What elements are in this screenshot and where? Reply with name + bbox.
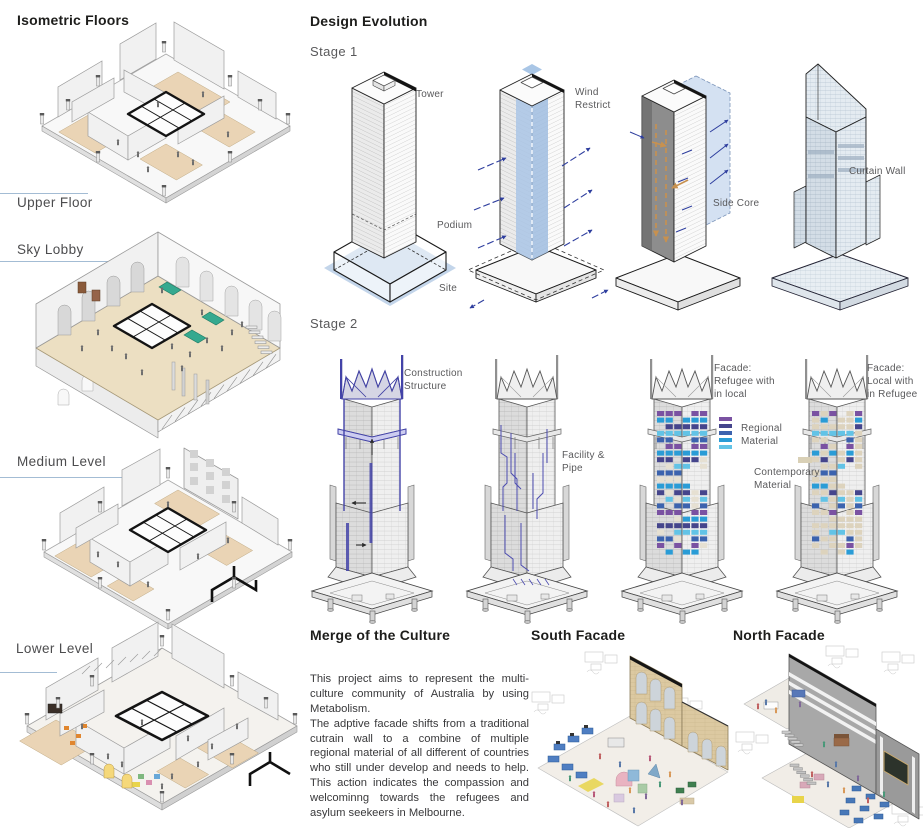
facility-pipe-annotation: Facility & Pipe xyxy=(562,450,605,474)
contemporary-material-label: Contemporary Material xyxy=(754,467,820,491)
stage2-tower-facade-refugee-drawing xyxy=(620,355,744,624)
regional-swatch xyxy=(719,417,732,421)
design-evolution-title: Design Evolution xyxy=(310,13,428,29)
blackboard xyxy=(883,750,909,786)
isometric-floors-title: Isometric Floors xyxy=(17,12,130,28)
stage1-tower-massing-drawing xyxy=(324,71,456,306)
merge-of-the-culture-body: This project aims to represent the multi… xyxy=(310,673,529,820)
medium-level-drawing xyxy=(41,447,293,630)
facade-refugee-annotation: Facade: Refugee with in local xyxy=(714,363,775,400)
regional-swatch xyxy=(719,424,732,428)
stair-symbol xyxy=(210,566,258,602)
medium-level-leader-line xyxy=(0,477,140,479)
regional-material-swatches xyxy=(719,417,732,449)
site-annotation: Site xyxy=(439,283,458,294)
stage1-tower-wind-drawing xyxy=(467,64,609,309)
upper-floor-drawing xyxy=(39,21,291,204)
facade-local-annotation: Facade: Local with in Refugee xyxy=(867,363,918,400)
lower-level-leader-line xyxy=(0,672,57,674)
stage2-tower-facility-drawing xyxy=(465,355,589,624)
sky-lobby-leader-line xyxy=(0,261,120,263)
regional-swatch xyxy=(719,438,732,442)
north-facade-drawing xyxy=(735,645,923,828)
merge-of-the-culture-title: Merge of the Culture xyxy=(310,627,451,643)
upper-floor-label: Upper Floor xyxy=(17,195,93,210)
stair-symbol xyxy=(248,752,291,786)
curtain-wall-annotation: Curtain Wall xyxy=(849,166,906,177)
sky-lobby-drawing xyxy=(35,231,282,439)
south-facade-title: South Facade xyxy=(531,627,626,643)
construction-structure-annotation: Construction Structure xyxy=(404,368,463,392)
stage1-label: Stage 1 xyxy=(310,44,358,59)
lower-level-drawing xyxy=(19,621,298,811)
wind-restrict-annotation: Wind Restrict xyxy=(575,87,611,111)
side-core-annotation: Side Core xyxy=(713,198,760,209)
regional-material-label: Regional Material xyxy=(741,423,783,447)
stage1-tower-sidecore-drawing xyxy=(615,75,741,311)
stage1-tower-curtainwall-drawing xyxy=(771,63,909,311)
medium-level-label: Medium Level xyxy=(17,454,106,469)
upper-floor-leader-line xyxy=(0,193,88,195)
stage2-tower-construction-drawing xyxy=(310,355,434,624)
stage2-label: Stage 2 xyxy=(310,316,358,331)
north-facade-title: North Facade xyxy=(733,627,825,643)
regional-swatch xyxy=(719,431,732,435)
podium-annotation: Podium xyxy=(437,220,473,231)
sky-lobby-label: Sky Lobby xyxy=(17,242,84,257)
regional-swatch xyxy=(719,445,732,449)
south-facade-drawing xyxy=(531,651,729,827)
tower-annotation: Tower xyxy=(416,89,444,100)
stage2-tower-facade-local-drawing xyxy=(775,355,899,624)
lower-level-label: Lower Level xyxy=(16,641,94,656)
contemporary-material-swatch xyxy=(798,457,812,463)
